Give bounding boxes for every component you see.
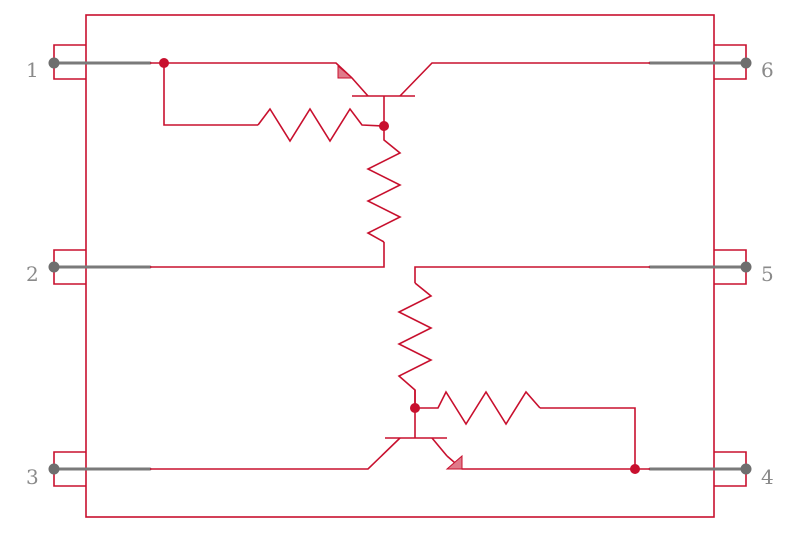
pin-label-2: 2 xyxy=(26,262,39,286)
pin-label-5: 5 xyxy=(761,262,774,286)
package-body xyxy=(85,14,715,518)
resistor-bottom-base xyxy=(397,282,433,408)
pin-label-3: 3 xyxy=(26,465,39,489)
pin-label-1: 1 xyxy=(26,58,39,82)
transistor-bottom-emitter xyxy=(431,437,448,457)
pin-label-6: 6 xyxy=(761,58,774,82)
pin-leads xyxy=(52,61,748,471)
junction-dot xyxy=(630,464,640,474)
resistor-bottom-be xyxy=(415,390,541,426)
junction-dot xyxy=(410,403,420,413)
junction-dot xyxy=(159,58,169,68)
junction-dot xyxy=(379,121,389,131)
transistor-top-emitter-arrow xyxy=(337,64,354,79)
transistor-bottom-emitter-arrow xyxy=(445,454,463,470)
transistor-top-emitter xyxy=(351,77,369,97)
pin-label-4: 4 xyxy=(761,465,774,489)
pin-end-dots xyxy=(48,57,752,475)
top-network-wires xyxy=(150,62,650,268)
resistor-top-base xyxy=(366,126,402,243)
resistor-top-be xyxy=(257,107,385,143)
